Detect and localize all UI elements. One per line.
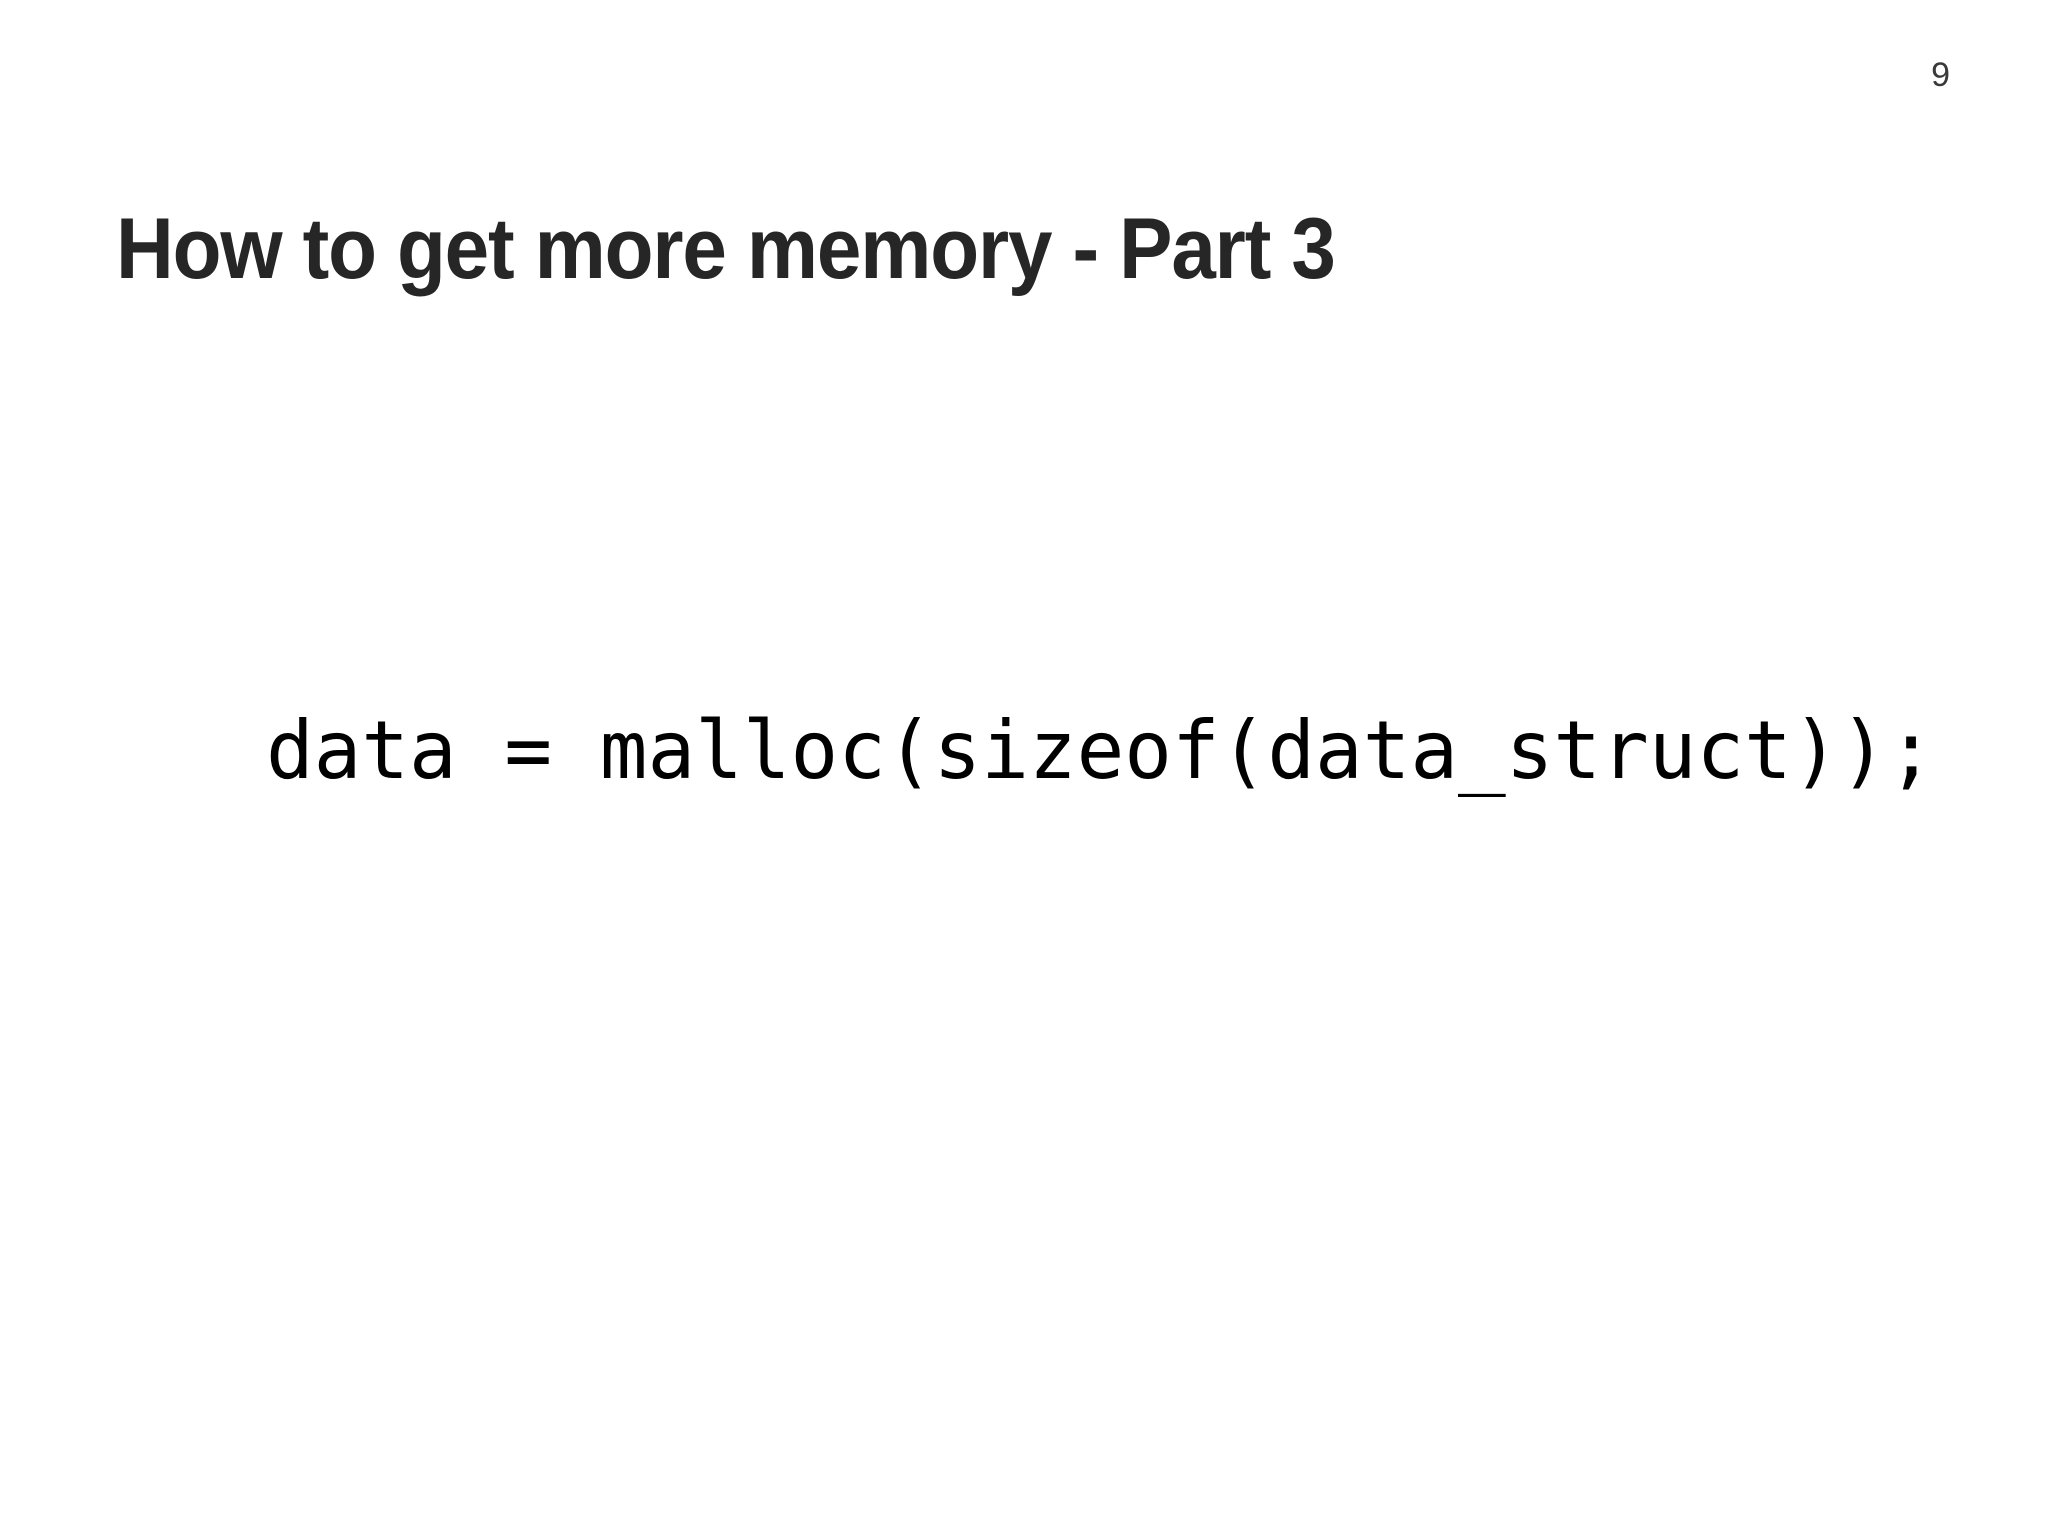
code-line: data = malloc(sizeof(data_struct)); (266, 704, 1935, 797)
page-title: How to get more memory - Part 3 (116, 201, 1336, 297)
page-number: 9 (1931, 56, 1950, 94)
code-block: data = malloc(sizeof(data_struct)); (266, 704, 1935, 797)
